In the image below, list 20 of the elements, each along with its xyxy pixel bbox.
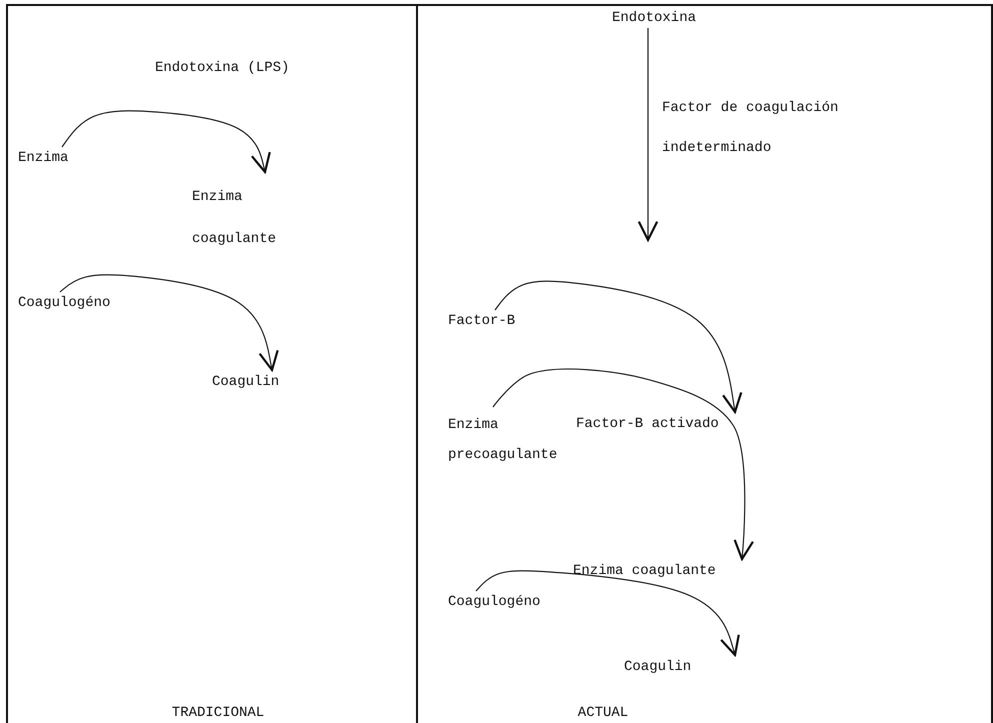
- protein-label: Coagulogéno: [18, 295, 110, 311]
- arrow: [60, 274, 279, 372]
- protein-label: Enzima: [18, 150, 68, 166]
- arrow: [638, 28, 658, 242]
- panel-heading: ACTUAL: [578, 705, 628, 721]
- arrow: [494, 280, 742, 414]
- protein-label: Coagulin: [624, 659, 692, 675]
- protein-label: Coagulogéno: [448, 594, 540, 610]
- protein-label: Enzima precoagulante: [448, 410, 568, 470]
- protein-label: Factor-B: [448, 313, 516, 329]
- protein-label: Enzima coagulante: [192, 176, 302, 260]
- edge-label: Endotoxina (LPS): [155, 60, 290, 76]
- arrow: [476, 570, 740, 656]
- protein-label: Endotoxina: [612, 10, 696, 26]
- panel-heading: TRADICIONAL: [172, 705, 264, 721]
- arrow: [492, 368, 754, 560]
- protein-label: Coagulin: [212, 374, 280, 390]
- arrow: [62, 110, 271, 174]
- protein-label: Enzima coagulante: [573, 563, 716, 579]
- protein-label: Factor-B activado: [576, 416, 719, 432]
